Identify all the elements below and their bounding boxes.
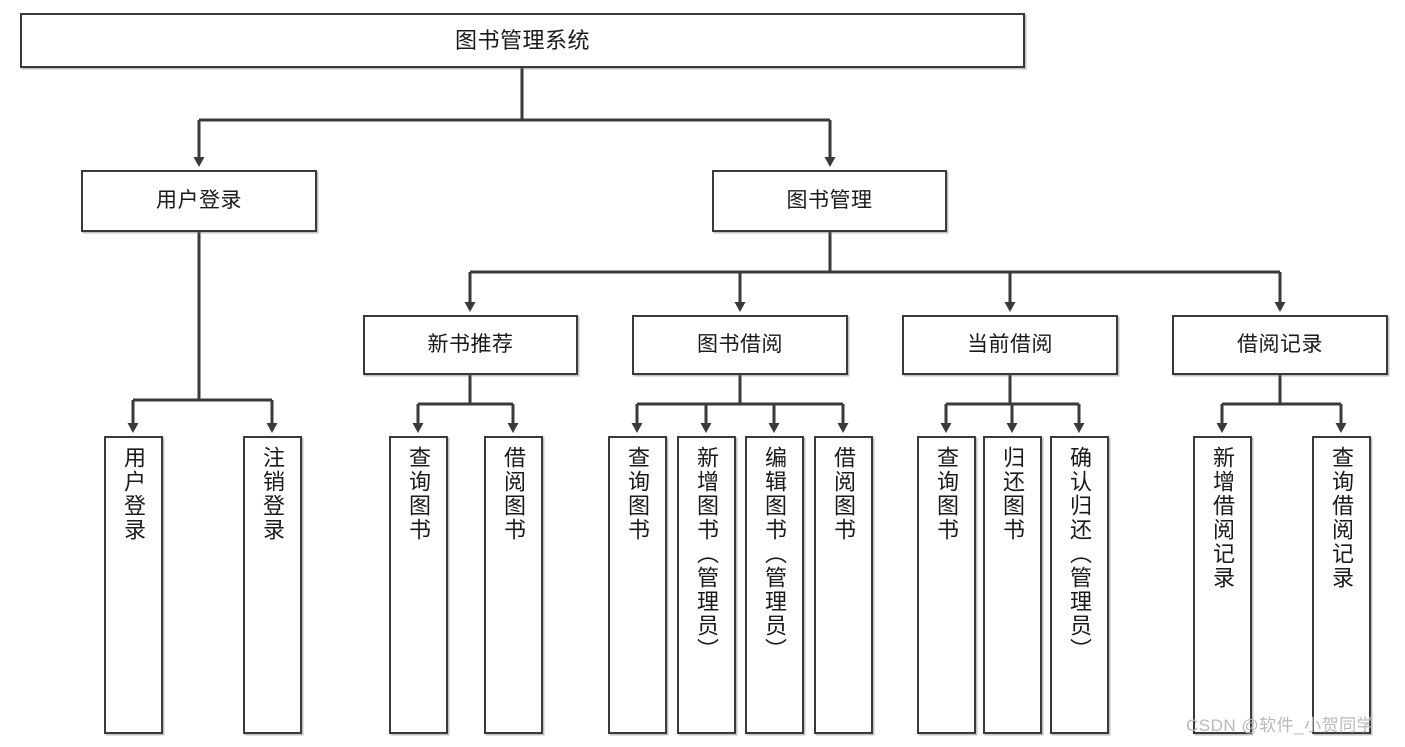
leaf-query-book-recommend[interactable]: 查询图书 [389,436,448,734]
leaf-return-book[interactable]: 归还图书 [983,436,1042,734]
node-borrow-record[interactable]: 借阅记录 [1172,315,1388,375]
leaf-borrow-book-recommend[interactable]: 借阅图书 [484,436,543,734]
node-label: 新书推荐 [427,332,514,356]
node-label: 借阅图书 [831,446,857,542]
node-label: 当前借阅 [967,332,1053,356]
node-label: 查询借阅记录 [1329,446,1355,590]
leaf-query-book-current[interactable]: 查询图书 [917,436,976,734]
node-label: 查询图书 [406,446,432,542]
leaf-logout-login[interactable]: 注销登录 [243,436,302,734]
node-label: 确认归还（管理员） [1067,446,1093,662]
leaf-query-borrow-record[interactable]: 查询借阅记录 [1312,436,1371,734]
node-label: 图书管理 [786,188,873,212]
node-root-system[interactable]: 图书管理系统 [20,13,1025,68]
node-label: 图书借阅 [697,332,783,356]
leaf-add-borrow-record[interactable]: 新增借阅记录 [1193,436,1252,734]
leaf-query-book-borrow[interactable]: 查询图书 [608,436,667,734]
node-user-login[interactable]: 用户登录 [81,170,317,232]
leaf-borrow-book[interactable]: 借阅图书 [814,436,873,734]
node-book-management[interactable]: 图书管理 [712,170,947,232]
node-label: 归还图书 [1000,446,1026,542]
node-label: 注销登录 [260,446,286,542]
node-label: 用户登录 [121,446,147,542]
leaf-edit-book-admin[interactable]: 编辑图书（管理员） [745,436,804,734]
node-current-borrow[interactable]: 当前借阅 [902,315,1118,375]
node-label: 编辑图书（管理员） [762,446,788,662]
node-new-book-recommend[interactable]: 新书推荐 [363,315,578,375]
node-label: 新增借阅记录 [1210,446,1236,590]
node-label: 用户登录 [156,188,242,212]
leaf-user-login[interactable]: 用户登录 [104,436,163,734]
node-book-borrow[interactable]: 图书借阅 [632,315,848,375]
node-label: 查询图书 [934,446,960,542]
node-label: 查询图书 [625,446,651,542]
node-label: 新增图书（管理员） [694,446,720,662]
node-label: 借阅图书 [501,446,527,542]
node-label: 图书管理系统 [454,27,590,53]
node-label: 借阅记录 [1237,332,1323,356]
leaf-confirm-return-admin[interactable]: 确认归还（管理员） [1050,436,1109,734]
leaf-add-book-admin[interactable]: 新增图书（管理员） [677,436,736,734]
watermark: CSDN @软件_小贺同学 [1186,716,1375,735]
